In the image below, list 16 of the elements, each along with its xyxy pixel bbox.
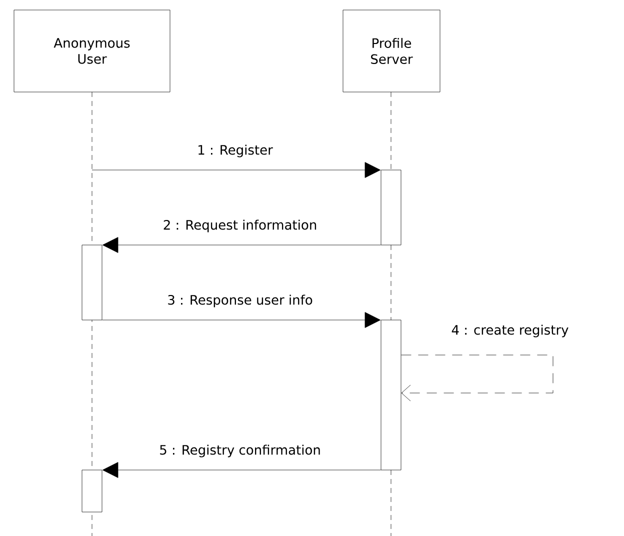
message-label: 1 : Register xyxy=(198,144,273,158)
lifeline-head: Anonymous User xyxy=(14,10,170,92)
message-arrow xyxy=(102,462,381,478)
message-label: 3 : Response user info xyxy=(168,294,312,308)
message-arrow xyxy=(102,312,381,328)
message-label: 4 : create registry xyxy=(452,324,568,338)
message-label: 2 : Request information xyxy=(164,220,316,232)
message-label: 5 : Registry confirmation xyxy=(160,444,320,458)
lifeline-head: Profile Server xyxy=(342,10,440,92)
message-arrow xyxy=(401,354,554,402)
activation-bar xyxy=(82,244,102,320)
message-arrow xyxy=(92,162,381,178)
activation-bar xyxy=(380,170,402,246)
activation-bar xyxy=(82,470,102,512)
activation-bar xyxy=(380,320,402,470)
message-arrow xyxy=(102,237,381,253)
